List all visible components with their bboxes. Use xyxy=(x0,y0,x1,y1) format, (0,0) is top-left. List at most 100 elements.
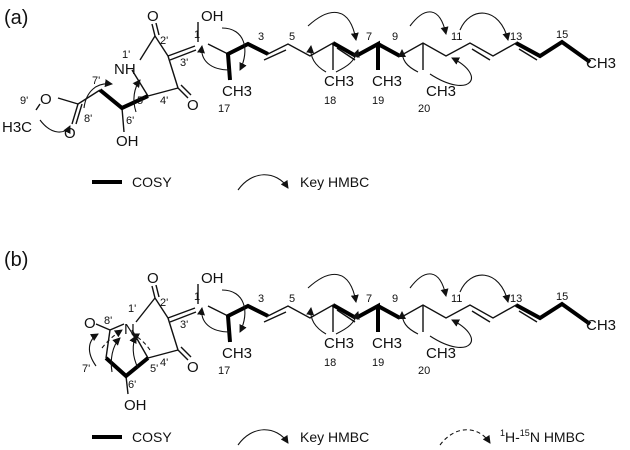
position-number: 11 xyxy=(451,31,462,43)
n15-hmbc-arrow xyxy=(131,333,151,351)
hmbc-arrow xyxy=(335,311,360,335)
position-number: 18 xyxy=(324,357,336,369)
atom-label: O xyxy=(187,97,199,114)
position-number: 20 xyxy=(418,103,430,115)
panel-b-hmbc-arrows xyxy=(88,273,511,373)
panel-b-atoms: O OH N O O OH CH3 CH3 CH3 CH3 CH3 xyxy=(84,270,616,414)
panel-b: (b) xyxy=(4,249,616,446)
position-number: 3' xyxy=(180,57,188,69)
position-number: 13 xyxy=(510,31,522,43)
hmbc-arrow xyxy=(110,337,121,373)
position-number: 20 xyxy=(418,365,430,377)
position-number: 7 xyxy=(366,293,372,305)
hmbc-arrow xyxy=(459,274,511,303)
position-number: 7' xyxy=(92,75,100,87)
panel-a-atoms: O OH NH O O H3C O OH CH3 CH3 CH3 CH3 CH3 xyxy=(2,8,616,150)
atom-label: CH3 xyxy=(426,345,456,362)
atom-label: O xyxy=(187,359,199,376)
hmbc-arrow xyxy=(197,307,231,333)
legend-hmbc-label: Key HMBC xyxy=(300,174,369,190)
position-number: 15 xyxy=(556,29,568,41)
hmbc-arrow xyxy=(197,45,231,71)
panel-b-tag: (b) xyxy=(4,249,28,271)
panel-a-cosy-bonds xyxy=(98,39,592,111)
position-number: 4' xyxy=(160,357,168,369)
position-number: 2' xyxy=(160,35,168,47)
position-number: 7 xyxy=(366,31,372,43)
position-number: 17 xyxy=(218,103,230,115)
position-number: 3 xyxy=(258,31,264,43)
position-number: 17 xyxy=(218,365,230,377)
atom-label: CH3 xyxy=(324,73,354,90)
panel-a-tag: (a) xyxy=(4,7,28,29)
atom-label: O xyxy=(147,270,159,287)
position-number: 5 xyxy=(289,293,295,305)
hmbc-arrow xyxy=(398,311,419,335)
hmbc-arrow xyxy=(409,11,449,35)
position-number: 2' xyxy=(160,297,168,309)
hmbc-arrow xyxy=(221,289,247,333)
position-number: 8' xyxy=(84,113,92,125)
position-number: 5' xyxy=(150,363,158,375)
position-number: 18 xyxy=(324,95,336,107)
position-number: 5 xyxy=(289,31,295,43)
hmbc-arrow xyxy=(409,273,449,297)
atom-label: O xyxy=(40,91,52,108)
position-number: 13 xyxy=(510,293,522,305)
hmbc-arrow xyxy=(306,307,327,335)
hmbc-arrow xyxy=(83,79,113,109)
panel-a-legend: COSY Key HMBC xyxy=(92,174,369,191)
hmbc-arrow xyxy=(307,11,359,41)
panel-b-legend: COSY Key HMBC 1H-15N HMBC xyxy=(92,428,585,446)
position-number: 5' xyxy=(137,95,145,107)
legend-cosy-label: COSY xyxy=(132,174,172,190)
position-number: 4' xyxy=(160,95,168,107)
position-number: 19 xyxy=(372,357,384,369)
atom-label: OH xyxy=(201,8,224,25)
position-number: 11 xyxy=(451,293,462,305)
atom-label: OH xyxy=(201,270,224,287)
position-number: 9' xyxy=(20,95,28,107)
position-number: 15 xyxy=(556,291,568,303)
atom-label: CH3 xyxy=(324,335,354,352)
atom-label: O xyxy=(147,8,159,25)
position-number: 1 xyxy=(194,29,200,41)
legend-hmbc-label: Key HMBC xyxy=(300,429,369,445)
atom-label: CH3 xyxy=(586,55,616,72)
panel-a: (a) xyxy=(2,7,616,191)
position-number: 1' xyxy=(128,303,136,315)
position-number: 7' xyxy=(82,363,90,375)
hmbc-arrow xyxy=(129,335,139,369)
atom-label: OH xyxy=(116,133,139,150)
hmbc-arrow xyxy=(132,79,141,113)
atom-label: NH xyxy=(114,61,136,78)
position-number: 9 xyxy=(392,293,398,305)
atom-label: H3C xyxy=(2,119,32,136)
panel-b-numbers: 1 3 5 7 9 11 13 15 17 18 19 20 1' 2' 3' … xyxy=(82,291,568,391)
position-number: 3 xyxy=(258,293,264,305)
hmbc-arrow xyxy=(88,333,99,367)
atom-label: CH3 xyxy=(426,83,456,100)
legend-cosy-label: COSY xyxy=(132,429,172,445)
panel-a-hmbc-arrows xyxy=(39,11,511,135)
atom-label: CH3 xyxy=(222,345,252,362)
position-number: 6' xyxy=(126,115,134,127)
position-number: 8' xyxy=(104,315,112,327)
hmbc-arrow xyxy=(398,49,419,73)
atom-label: CH3 xyxy=(372,73,402,90)
panel-b-cosy-bonds xyxy=(104,301,592,379)
atom-label: O xyxy=(64,125,76,142)
position-number: 9 xyxy=(392,31,398,43)
position-number: 1 xyxy=(194,291,200,303)
hmbc-arrow xyxy=(307,273,359,303)
legend-n15-hmbc-arrow xyxy=(439,429,491,446)
atom-label: O xyxy=(84,315,96,332)
hmbc-arrow xyxy=(306,45,327,73)
hmbc-arrow xyxy=(429,57,472,86)
atom-label: CH3 xyxy=(222,83,252,100)
atom-label: CH3 xyxy=(372,335,402,352)
legend-hmbc-arrow xyxy=(237,429,289,446)
position-number: 6' xyxy=(128,379,136,391)
atom-label: OH xyxy=(124,397,147,414)
